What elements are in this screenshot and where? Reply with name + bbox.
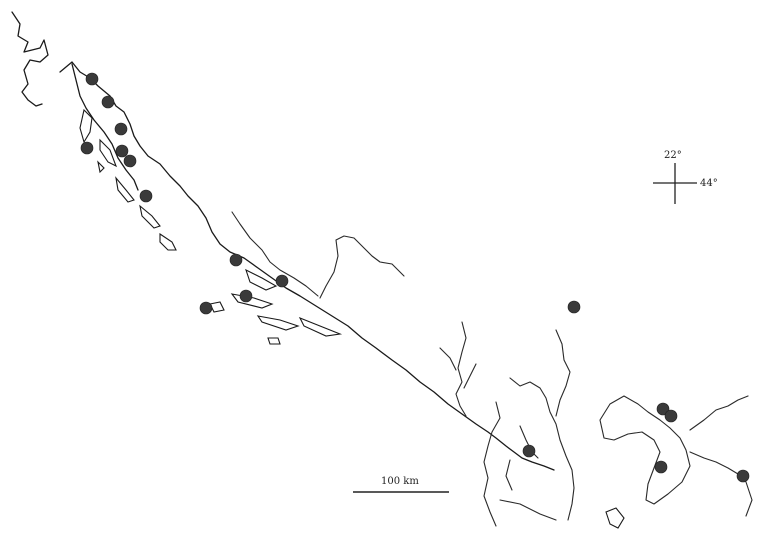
site-marker	[139, 189, 153, 203]
longitude-label: 22°	[664, 150, 682, 161]
graticule-marker: 22° 44°	[653, 150, 718, 204]
river-east-region	[599, 395, 691, 505]
site-marker	[101, 95, 115, 109]
river-central	[319, 235, 405, 299]
river-far-south	[499, 459, 557, 521]
scale-bar: 100 km	[353, 476, 449, 493]
island-1	[79, 108, 93, 144]
site-marker	[522, 444, 536, 458]
site-marker	[199, 301, 213, 315]
river-east-2	[439, 347, 477, 389]
river-northeast	[555, 329, 571, 417]
site-marker	[567, 300, 581, 314]
site-marker	[85, 72, 99, 86]
site-marker	[80, 141, 94, 155]
site-marker	[664, 409, 678, 423]
island-13	[97, 160, 105, 174]
site-marker	[654, 460, 668, 474]
scale-bar-label: 100 km	[381, 476, 419, 487]
island-11	[267, 337, 281, 345]
island-8	[256, 315, 300, 331]
island-12	[605, 507, 625, 529]
river-east-1	[455, 321, 467, 417]
island-6	[245, 268, 278, 291]
site-marker	[656, 402, 670, 416]
island-10	[209, 301, 225, 313]
latitude-label: 44°	[700, 178, 718, 189]
island-9	[298, 316, 343, 337]
island-2	[99, 138, 118, 168]
site-marker	[114, 122, 128, 136]
site-marker	[275, 274, 289, 288]
island-3	[115, 176, 135, 203]
site-marker	[736, 469, 750, 483]
site-marker	[123, 154, 137, 168]
island-5	[159, 232, 177, 251]
island-4	[139, 204, 161, 229]
river-east-branch	[689, 395, 753, 517]
site-marker	[239, 289, 253, 303]
river-west	[231, 211, 319, 297]
site-marker	[229, 253, 243, 267]
peninsula-north	[71, 63, 139, 191]
site-marker	[115, 144, 129, 158]
coastline-main	[11, 11, 555, 471]
